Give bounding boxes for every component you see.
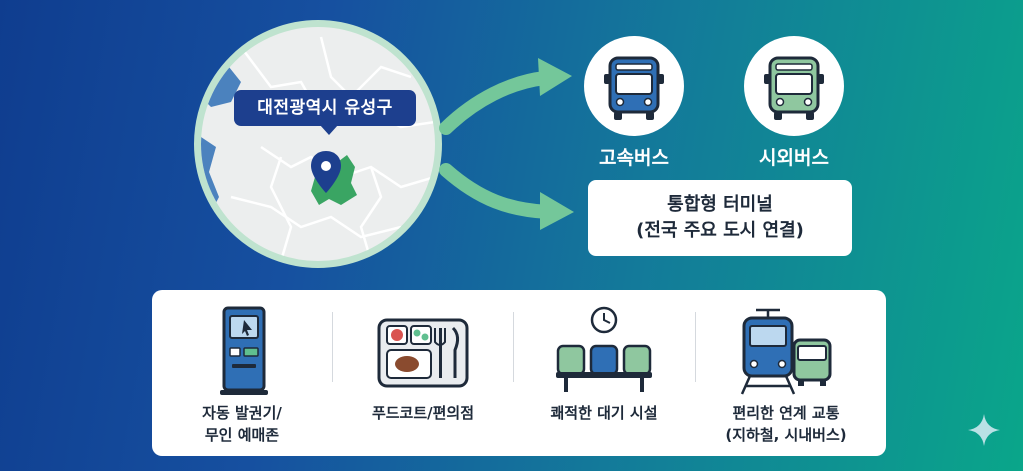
- food-tray-icon: [377, 318, 469, 388]
- facility-transit-line1: 편리한 연계 교통: [732, 404, 840, 422]
- sparkle-icon: [968, 414, 1000, 446]
- facility-food-label: 푸드코트/편의점: [333, 402, 513, 424]
- intercity-bus-label: 시외버스: [759, 147, 829, 169]
- facility-waiting-line1: 쾌적한 대기 시설: [550, 404, 658, 422]
- express-bus-icon: [604, 56, 664, 120]
- facility-waiting: 쾌적한 대기 시설: [514, 290, 694, 456]
- facility-transit: 편리한 연계 교통 (지하철, 시내버스): [696, 290, 876, 456]
- terminal-title: 통합형 터미널: [667, 194, 773, 215]
- arrow-head-buses: [538, 58, 572, 96]
- facility-waiting-label: 쾌적한 대기 시설: [514, 402, 694, 424]
- divider: [695, 312, 696, 382]
- facility-transit-label: 편리한 연계 교통 (지하철, 시내버스): [696, 402, 876, 446]
- waiting-seats-icon: [556, 306, 652, 392]
- train-bus-icon: [740, 308, 832, 395]
- intercity-bus-icon: [764, 56, 824, 120]
- express-bus-circle: [584, 36, 684, 136]
- facility-kiosk-line2: 무인 예매존: [204, 426, 280, 444]
- terminal-subtitle: (전국 주요 도시 연결): [636, 220, 804, 241]
- region-map: [201, 36, 435, 261]
- divider: [332, 312, 333, 382]
- location-pin-icon: [311, 151, 341, 193]
- facility-transit-line2: (지하철, 시내버스): [725, 426, 847, 444]
- map-circle: [194, 20, 442, 268]
- ticket-kiosk-icon: [220, 306, 268, 395]
- facility-kiosk-label: 자동 발권기/ 무인 예매존: [152, 402, 332, 446]
- facilities-panel: 자동 발권기/ 무인 예매존 푸드코트/편의점: [152, 290, 886, 456]
- facility-kiosk-line1: 자동 발권기/: [202, 404, 282, 422]
- arrow-to-buses: [439, 71, 552, 135]
- express-bus-label: 고속버스: [599, 147, 669, 169]
- divider: [513, 312, 514, 382]
- facility-food-line1: 푸드코트/편의점: [371, 404, 475, 422]
- terminal-box: 통합형 터미널 (전국 주요 도시 연결): [588, 180, 852, 256]
- facility-food: 푸드코트/편의점: [333, 290, 513, 456]
- arrow-head-terminal: [540, 192, 574, 230]
- location-label: 대전광역시 유성구: [234, 90, 416, 135]
- arrow-to-terminal: [439, 163, 555, 219]
- facility-kiosk: 자동 발권기/ 무인 예매존: [152, 290, 332, 456]
- intercity-bus-circle: [744, 36, 844, 136]
